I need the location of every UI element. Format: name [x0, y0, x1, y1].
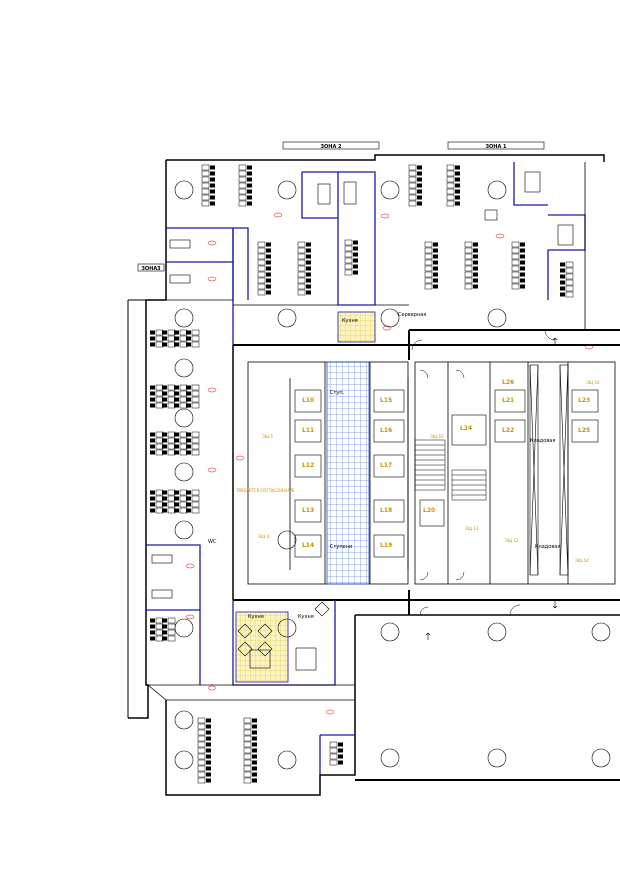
svg-text:L24: L24	[460, 425, 472, 432]
svg-text:L10: L10	[302, 397, 314, 404]
svg-text:ЭЩ-14: ЭЩ-14	[575, 558, 589, 563]
meeting-room-boxes	[294, 389, 599, 558]
svg-text:L12: L12	[302, 462, 314, 469]
svg-text:L16: L16	[380, 427, 392, 434]
red-tags	[185, 212, 594, 715]
svg-text:Кухня: Кухня	[298, 614, 314, 620]
svg-text:ТРЕБУЕТСЯ СОГЛАСОВАНИЕ: ТРЕБУЕТСЯ СОГЛАСОВАНИЕ	[235, 488, 295, 493]
svg-text:Кухня: Кухня	[248, 614, 264, 620]
svg-text:ЭЩ-10: ЭЩ-10	[430, 434, 444, 439]
svg-text:L18: L18	[380, 507, 392, 514]
zone-2-label: ЗОНА 2	[282, 141, 380, 150]
svg-text:L21: L21	[502, 397, 514, 404]
svg-text:Ступени: Ступени	[330, 544, 352, 550]
svg-text:ЗОНА3: ЗОНА3	[141, 266, 161, 272]
hatched-corridor	[326, 361, 370, 585]
svg-text:ЭЩ-1: ЭЩ-1	[262, 434, 274, 439]
svg-text:ЭЩ-3: ЭЩ-3	[258, 534, 270, 539]
svg-text:WC: WC	[208, 539, 217, 545]
zone-3-label: ЗОНА3	[137, 263, 165, 272]
svg-text:L20: L20	[423, 507, 435, 514]
svg-text:Кухня: Кухня	[342, 318, 358, 324]
doors	[411, 329, 556, 616]
svg-text:Серверная: Серверная	[398, 312, 426, 318]
svg-text:L22: L22	[502, 427, 514, 434]
svg-text:ЗОНА 2: ЗОНА 2	[320, 144, 342, 150]
svg-text:L23: L23	[578, 397, 590, 404]
svg-text:ЭЩ-16: ЭЩ-16	[586, 380, 600, 385]
svg-text:ЭЩ-12: ЭЩ-12	[505, 538, 519, 543]
lounge-tables	[237, 601, 330, 657]
svg-text:ЭЩ-11: ЭЩ-11	[465, 526, 479, 531]
svg-text:Кладовая: Кладовая	[535, 544, 560, 550]
kitchen-floor	[337, 311, 376, 343]
svg-text:Ступ.: Ступ.	[330, 390, 345, 396]
room-labels: Серверная Кухня Ступ. Ступени Кладовая К…	[208, 312, 600, 620]
arrows	[425, 337, 558, 640]
stairs	[414, 439, 487, 501]
zone-1-label: ЗОНА 1	[447, 141, 545, 150]
svg-text:L25: L25	[578, 427, 590, 434]
svg-text:Кладовая: Кладовая	[530, 438, 555, 444]
svg-text:L14: L14	[302, 542, 314, 549]
svg-text:L11: L11	[302, 427, 314, 434]
office-furniture	[151, 171, 574, 671]
shafts	[529, 364, 569, 576]
svg-text:L19: L19	[380, 542, 392, 549]
svg-text:L15: L15	[380, 397, 392, 404]
svg-text:L17: L17	[380, 462, 392, 469]
svg-text:L26: L26	[502, 379, 514, 386]
outer-walls	[127, 154, 620, 796]
svg-text:L13: L13	[302, 507, 314, 514]
svg-text:ЗОНА 1: ЗОНА 1	[485, 144, 507, 150]
